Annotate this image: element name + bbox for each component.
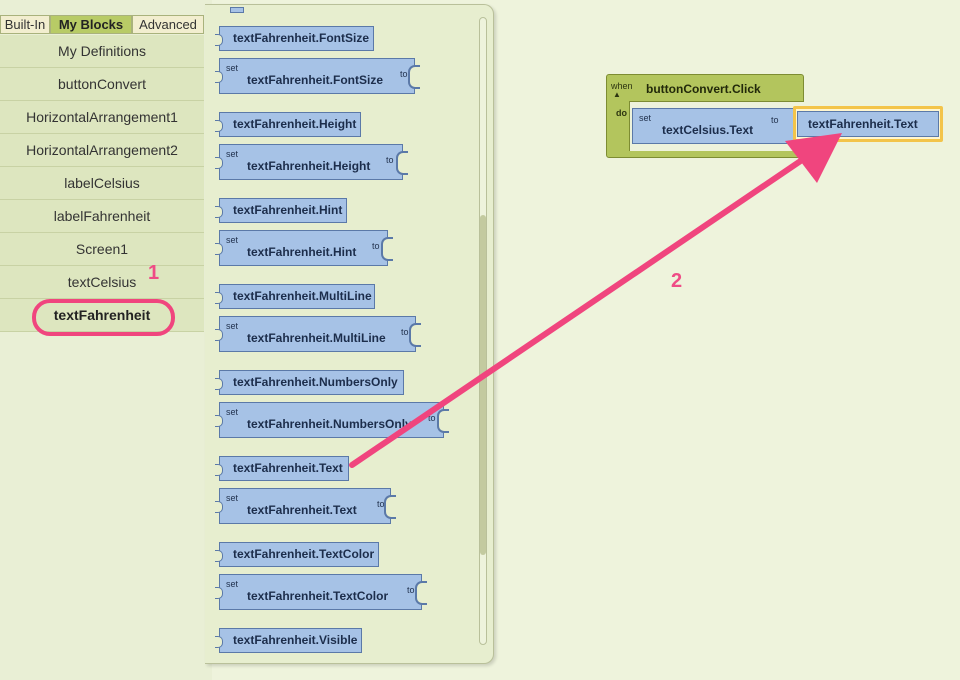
tab-built-in[interactable]: Built-In [0, 15, 50, 34]
flyout-setter-block[interactable]: set textFahrenheit.Height to [215, 144, 408, 180]
tab-advanced[interactable]: Advanced [132, 15, 204, 34]
flyout-getter-block[interactable]: textFahrenheit.TextColor [215, 542, 379, 567]
tab-bar: Built-In My Blocks Advanced [0, 15, 204, 34]
flyout-setter-block[interactable]: set textFahrenheit.Text to [215, 488, 396, 524]
tab-my-blocks[interactable]: My Blocks [50, 15, 132, 34]
setter-name: textCelsius.Text [662, 123, 754, 137]
do-label: do [616, 108, 627, 118]
to-label: to [386, 155, 394, 165]
drawer-buttonconvert[interactable]: buttonConvert [0, 68, 204, 101]
block-label: textFahrenheit.Hint [247, 245, 357, 259]
triangle-up-icon[interactable]: ▲ [613, 90, 621, 99]
block-label: textFahrenheit.Text [247, 503, 357, 517]
block-label: textFahrenheit.MultiLine [233, 289, 372, 303]
flyout-setter-block[interactable]: set textFahrenheit.NumbersOnly to [215, 402, 449, 438]
flyout-getter-block[interactable]: textFahrenheit.Text [215, 456, 349, 481]
set-label: set [226, 149, 239, 159]
flyout-scrollbar[interactable] [480, 215, 486, 555]
step-2-callout: 2 [671, 270, 683, 292]
flyout-getter-block[interactable]: textFahrenheit.FontSize [215, 26, 374, 51]
flyout-getter-block[interactable]: textFahrenheit.NumbersOnly [215, 370, 404, 395]
block-label: textFahrenheit.Height [247, 159, 371, 173]
to-label: to [771, 115, 779, 125]
block-label: textFahrenheit.TextColor [233, 547, 375, 561]
drawer-textcelsius[interactable]: textCelsius [0, 266, 204, 299]
drawer-list: My Definitions buttonConvert HorizontalA… [0, 35, 204, 332]
drawer-screen1[interactable]: Screen1 [0, 233, 204, 266]
drawer-labelfahrenheit[interactable]: labelFahrenheit [0, 200, 204, 233]
drawer-labelcelsius[interactable]: labelCelsius [0, 167, 204, 200]
block-label: textFahrenheit.FontSize [233, 31, 370, 45]
flyout-setter-block[interactable]: set textFahrenheit.Hint to [215, 230, 393, 266]
to-label: to [372, 241, 380, 251]
value-socket [409, 323, 421, 347]
flyout-setter-block[interactable]: set textFahrenheit.MultiLine to [215, 316, 421, 352]
flyout-getter-block[interactable]: textFahrenheit.MultiLine [215, 284, 375, 309]
drawer-horizontalarrangement1[interactable]: HorizontalArrangement1 [0, 101, 204, 134]
to-label: to [377, 499, 385, 509]
block-label: textFahrenheit.Hint [233, 203, 343, 217]
set-label: set [639, 113, 652, 123]
event-title: buttonConvert.Click [646, 82, 761, 96]
set-label: set [226, 321, 239, 331]
block-label: textFahrenheit.NumbersOnly [247, 417, 412, 431]
drawer-my-definitions[interactable]: My Definitions [0, 35, 204, 68]
set-label: set [226, 63, 239, 73]
step-1-callout: 1 [148, 262, 160, 284]
blocks-panel: Built-In My Blocks Advanced My Definitio… [0, 0, 212, 680]
set-label: set [226, 493, 239, 503]
to-label: to [428, 413, 436, 423]
set-label: set [226, 407, 239, 417]
block-label: textFahrenheit.Height [233, 117, 357, 131]
block-label: textFahrenheit.NumbersOnly [233, 375, 398, 389]
flyout-setter-block[interactable]: set textFahrenheit.TextColor to [215, 574, 427, 610]
flyout-getter-block[interactable]: textFahrenheit.Visible [215, 628, 362, 653]
drawer-horizontalarrangement2[interactable]: HorizontalArrangement2 [0, 134, 204, 167]
to-label: to [400, 69, 408, 79]
set-label: set [226, 235, 239, 245]
value-socket [381, 237, 393, 261]
to-label: to [407, 585, 415, 595]
block-label: textFahrenheit.Visible [233, 633, 358, 647]
value-socket [408, 65, 420, 89]
set-label: set [226, 579, 239, 589]
when-label: when [611, 81, 633, 91]
flyout-getter-block[interactable]: textFahrenheit.Hint [215, 198, 347, 223]
block-label: textFahrenheit.Text [233, 461, 343, 475]
partial-block-top [230, 7, 244, 13]
value-socket [384, 495, 396, 519]
block-label: textFahrenheit.MultiLine [247, 331, 386, 345]
flyout-setter-block[interactable]: set textFahrenheit.FontSize to [215, 58, 420, 94]
workspace-get-block[interactable]: textFahrenheit.Text [793, 106, 943, 142]
workspace-set-block[interactable]: set textCelsius.Text to [632, 108, 794, 144]
to-label: to [401, 327, 409, 337]
flyout-getter-block[interactable]: textFahrenheit.Height [215, 112, 361, 137]
value-socket [415, 581, 427, 605]
value-socket [437, 409, 449, 433]
value-socket [396, 151, 408, 175]
block-label: textFahrenheit.FontSize [247, 73, 384, 87]
getter-name: textFahrenheit.Text [797, 111, 939, 137]
block-label: textFahrenheit.TextColor [247, 589, 389, 603]
drawer-textfahrenheit[interactable]: textFahrenheit [0, 299, 204, 332]
